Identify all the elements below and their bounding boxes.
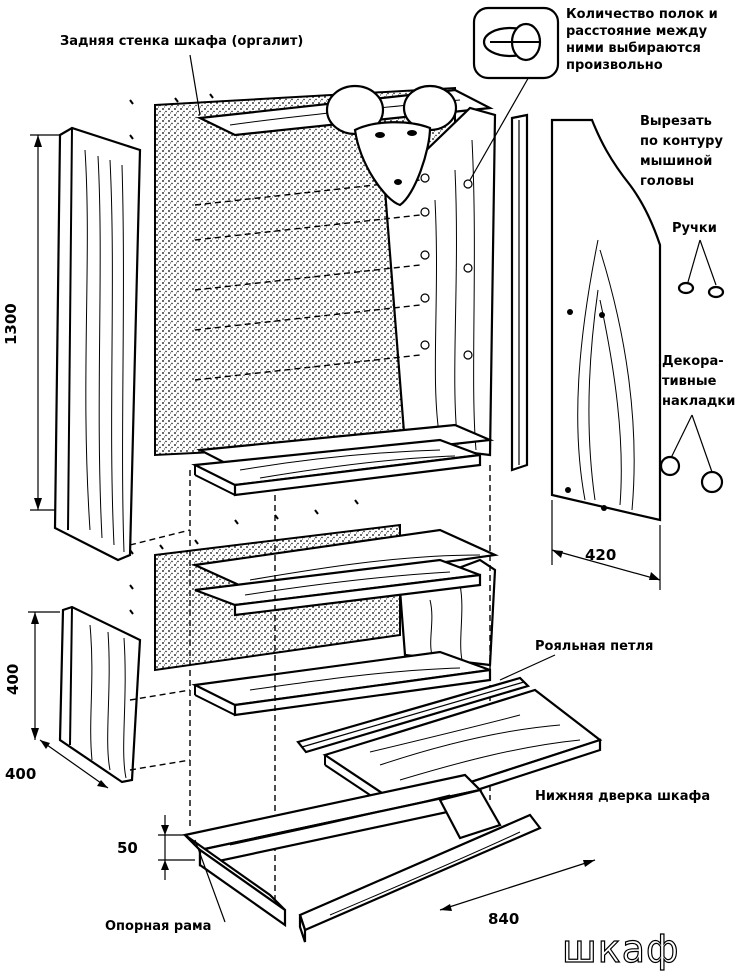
label-decor-1: Декора- xyxy=(662,354,724,369)
mouse-head-ornament xyxy=(325,84,458,207)
dimension-400-depth: 400 xyxy=(5,739,109,789)
lower-left-side-panel xyxy=(58,605,142,784)
label-cut-1: Вырезать xyxy=(640,114,712,129)
label-piano-hinge: Рояльная петля xyxy=(535,639,653,654)
dimension-height-upper: 1300 xyxy=(2,303,20,345)
dimension-frame-length: 840 xyxy=(488,910,519,928)
dimension-50: 50 xyxy=(117,815,195,880)
upper-left-side-panel xyxy=(53,126,142,562)
upper-door xyxy=(550,118,662,522)
label-support-frame: Опорная рама xyxy=(105,919,211,934)
diagram-title: шкаф xyxy=(562,927,680,971)
label-decor-2: тивные xyxy=(662,374,717,389)
label-handles: Ручки xyxy=(672,221,717,236)
label-cut-3: мышиной xyxy=(640,154,712,169)
dimension-400-height: 400 xyxy=(4,611,60,740)
label-shelves-1: Количество полок и xyxy=(566,7,718,22)
dimension-depth-lower: 400 xyxy=(5,765,36,783)
label-shelves-3: ними выбираются xyxy=(566,41,701,56)
label-cut-2: по контуру xyxy=(640,134,723,149)
handles xyxy=(677,239,725,299)
decorative-overlays xyxy=(659,414,724,494)
dimension-420: 420 xyxy=(551,500,661,590)
label-decor-3: накладки xyxy=(662,394,735,409)
upper-cabinet-carcass xyxy=(154,84,497,470)
dimension-840: 840 xyxy=(439,859,596,928)
upper-shelf xyxy=(191,438,482,497)
lower-bottom-board xyxy=(191,650,492,717)
label-shelves-2: расстояние между xyxy=(566,24,708,39)
lower-cabinet-carcass xyxy=(154,523,499,672)
label-cut-4: головы xyxy=(640,174,694,189)
dimension-height-lower: 400 xyxy=(4,664,22,695)
label-shelves-4: произвольно xyxy=(566,58,663,73)
dimension-door-width: 420 xyxy=(585,546,616,564)
label-back-wall: Задняя стенка шкафа (оргалит) xyxy=(60,34,303,49)
support-frame xyxy=(182,773,542,943)
label-lower-door: Нижняя дверка шкафа xyxy=(535,789,710,804)
dimension-1300: 1300 xyxy=(2,134,60,511)
piano-hinge-vertical xyxy=(510,113,529,472)
shelf-support-callout xyxy=(472,6,560,80)
piano-hinge-horizontal xyxy=(296,676,531,754)
nails xyxy=(129,93,359,615)
dimension-frame-height: 50 xyxy=(117,839,138,857)
